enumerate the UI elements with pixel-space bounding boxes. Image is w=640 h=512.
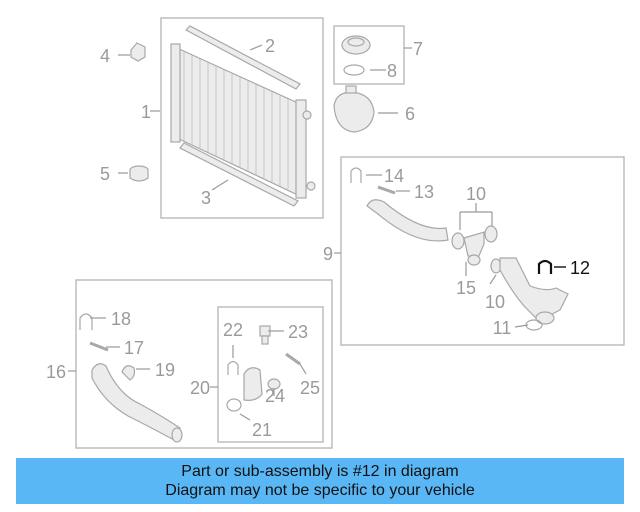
callout-6: 6 xyxy=(405,104,415,124)
callout-3: 3 xyxy=(201,188,211,208)
banner-line-disclaimer: Diagram may not be specific to your vehi… xyxy=(165,482,475,499)
hose-end-part xyxy=(171,427,183,443)
bracket-part-19 xyxy=(121,365,136,381)
callout-1: 1 xyxy=(141,102,151,122)
hose-group-box xyxy=(340,156,625,346)
hose-oring-part xyxy=(535,311,555,325)
callout-24: 24 xyxy=(265,386,285,406)
upper-hose-part xyxy=(366,199,449,242)
callout-13: 13 xyxy=(414,182,434,202)
callout-14: 14 xyxy=(384,166,404,186)
callout-4: 4 xyxy=(100,46,110,66)
clamp-part-18 xyxy=(79,313,93,330)
radiator-part xyxy=(170,43,316,199)
part-10-bracket xyxy=(459,203,493,230)
cap-group-box xyxy=(333,25,405,85)
banner-line-part-number: Part or sub-assembly is #12 in diagram xyxy=(181,463,459,480)
callout-17: 17 xyxy=(124,338,144,358)
callout-22: 22 xyxy=(223,320,243,340)
thermostat-group-box xyxy=(217,306,324,443)
reservoir-cap-part xyxy=(341,35,371,55)
callout-8: 8 xyxy=(387,61,397,81)
info-banner: Part or sub-assembly is #12 in diagram D… xyxy=(16,458,624,504)
callout-2: 2 xyxy=(265,36,275,56)
clamp-part-12 xyxy=(537,259,553,274)
oring-part-21 xyxy=(226,398,242,412)
cap-oring-part xyxy=(343,64,365,76)
leader-lines xyxy=(68,44,529,421)
callout-25: 25 xyxy=(300,378,320,398)
bracket-part xyxy=(130,42,146,62)
callout-7: 7 xyxy=(413,39,423,59)
callout-5: 5 xyxy=(100,164,110,184)
callout-19: 19 xyxy=(155,360,175,380)
callout-11: 11 xyxy=(493,318,512,338)
clip-part-25 xyxy=(285,352,301,366)
lower-hose-group-box xyxy=(75,279,333,449)
callout-15: 15 xyxy=(456,278,476,298)
callout-10-top: 10 xyxy=(466,184,486,204)
thermostat-housing-part xyxy=(243,367,263,401)
callout-10-bottom: 10 xyxy=(485,292,505,312)
lower-seal-part xyxy=(179,142,299,207)
sensor-part-23 xyxy=(259,325,271,345)
mount-part xyxy=(129,165,149,182)
clip-part-17 xyxy=(89,341,109,352)
callout-18: 18 xyxy=(111,309,131,329)
clamp-part-14 xyxy=(350,167,362,183)
callout-21: 21 xyxy=(252,420,272,440)
callout-20: 20 xyxy=(190,378,210,398)
clamp-part-22 xyxy=(227,360,239,375)
upper-seal-part xyxy=(185,25,301,90)
expansion-tank-part xyxy=(333,85,375,133)
callout-9: 9 xyxy=(323,244,333,264)
cooling-system-diagram: 4 2 1 5 3 7 8 6 14 13 10 9 15 10 11 12 1… xyxy=(46,17,625,449)
lower-coolant-hose-part xyxy=(91,363,181,441)
coolant-flange-part xyxy=(451,225,502,274)
radiator-group-box xyxy=(160,17,324,219)
callout-12: 12 xyxy=(570,258,590,278)
oring-part-11 xyxy=(525,319,543,331)
clip-part-13 xyxy=(377,185,396,195)
callout-16: 16 xyxy=(46,362,66,382)
callout-23: 23 xyxy=(288,322,308,342)
